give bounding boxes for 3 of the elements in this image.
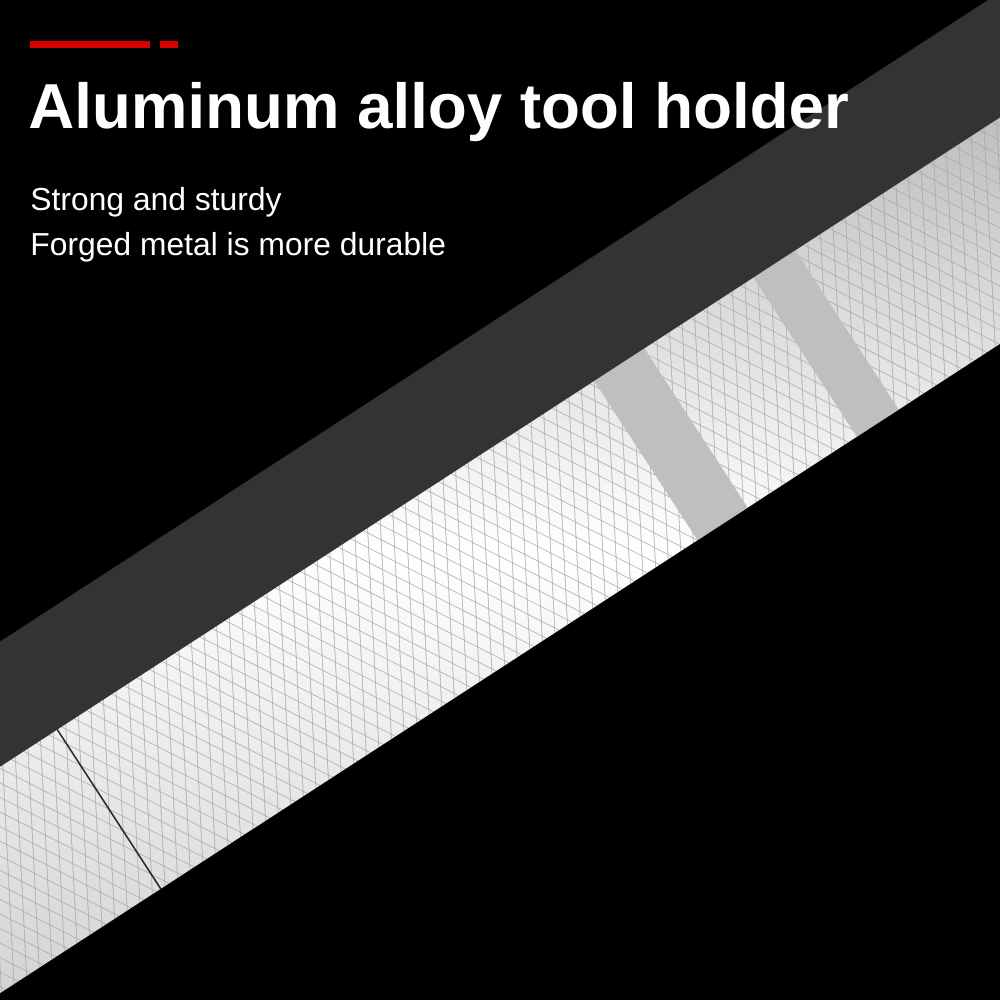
feature-text: Forged metal is more durable	[32, 232, 444, 262]
feature-text: Strong and sturdy	[32, 186, 282, 217]
title: Aluminum alloy tool holder	[30, 82, 848, 142]
